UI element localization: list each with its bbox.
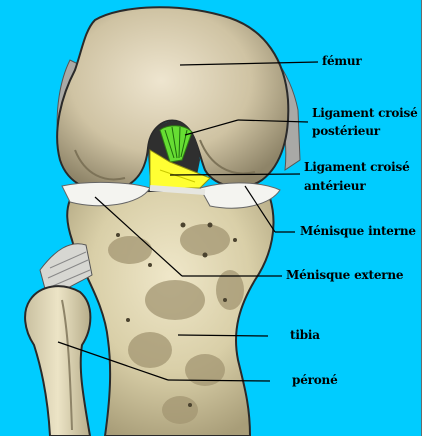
label-ligament-anterieur-line1: Ligament croisé bbox=[304, 160, 410, 175]
label-menisque-externe: Ménisque externe bbox=[286, 268, 403, 283]
label-tibia: tibia bbox=[290, 328, 320, 343]
label-perone: péroné bbox=[292, 373, 338, 388]
label-menisque-interne: Ménisque interne bbox=[300, 224, 416, 239]
label-femur: fémur bbox=[322, 54, 362, 69]
label-ligament-posterieur-line1: Ligament croisé bbox=[312, 106, 418, 121]
label-ligament-anterieur-line2: antérieur bbox=[304, 179, 365, 194]
label-ligament-posterieur-line2: postérieur bbox=[312, 124, 380, 139]
perone-shape bbox=[25, 286, 90, 436]
